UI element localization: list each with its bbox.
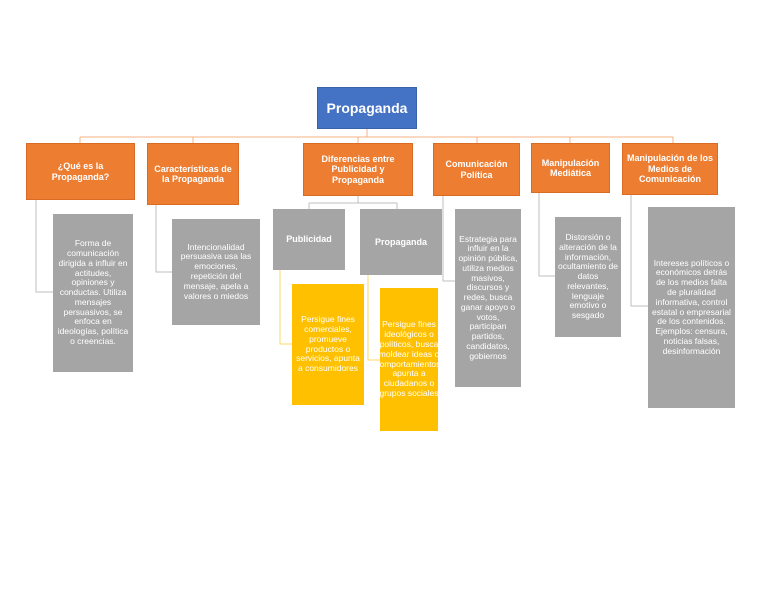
- category-manipulacion-medios: Manipulación de los Medios de Comunicaci…: [622, 143, 718, 195]
- detail-manipulacion-medios: Intereses políticos o económicos detrás …: [648, 207, 735, 408]
- root-node: Propaganda: [317, 87, 417, 129]
- detail-comunicacion-politica: Estrategia para influir en la opinión pú…: [455, 209, 521, 387]
- detail-caracteristicas: Intencionalidad persuasiva usa las emoci…: [172, 219, 260, 325]
- detail-propaganda: Persigue fines ideológicos o políticos, …: [380, 288, 438, 431]
- category-manipulacion-mediatica: Manipulación Mediática: [531, 143, 610, 193]
- category-caracteristicas: Características de la Propaganda: [147, 143, 239, 205]
- detail-que-es: Forma de comunicación dirigida a influir…: [53, 214, 133, 372]
- sub-publicidad: Publicidad: [273, 209, 345, 270]
- detail-manipulacion-mediatica: Distorsión o alteración de la informació…: [555, 217, 621, 337]
- category-comunicacion-politica: Comunicación Política: [433, 143, 520, 196]
- category-que-es: ¿Qué es la Propaganda?: [26, 143, 135, 200]
- sub-propaganda: Propaganda: [360, 209, 442, 275]
- category-diferencias: Diferencias entre Publicidad y Propagand…: [303, 143, 413, 196]
- detail-publicidad: Persigue fines comerciales, promueve pro…: [292, 284, 364, 405]
